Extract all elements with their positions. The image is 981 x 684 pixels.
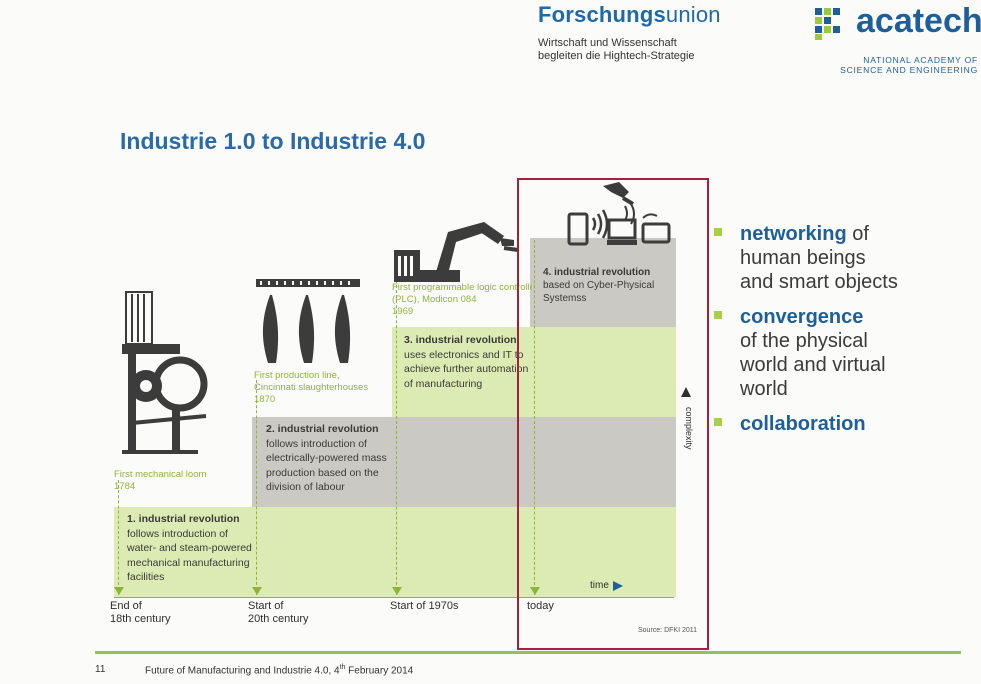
footer-text-suffix: February 2014 xyxy=(345,665,414,677)
timeline-axis xyxy=(114,597,674,598)
stage3-line1: uses electronics and IT to xyxy=(404,348,524,361)
plc-robot-icon xyxy=(394,222,519,282)
stage4-description: 4. industrial revolution based on Cyber-… xyxy=(543,266,673,305)
stage-marker-1 xyxy=(118,480,119,595)
band-stage1 xyxy=(114,507,676,597)
logo-brand-bold: Forschungs xyxy=(538,2,666,27)
stage1-caption-line2: 1784 xyxy=(114,481,136,492)
bullet-marker-icon xyxy=(714,311,722,319)
bullet-networking: networking of human beings and smart obj… xyxy=(712,222,972,294)
acatech-mark-icon xyxy=(815,8,840,40)
bullet-convergence-text3: world and virtual xyxy=(740,354,886,376)
footer-divider xyxy=(95,651,961,654)
stage2-line3: production based on the xyxy=(266,466,379,479)
stage-marker-1-arrow-icon xyxy=(114,587,124,595)
stage-marker-4 xyxy=(534,240,535,595)
bullet-marker-icon xyxy=(714,228,722,236)
stage2-caption-line1: First production line, xyxy=(254,370,340,381)
cyber-physical-devices-icon xyxy=(567,182,671,246)
bullet-list: networking of human beings and smart obj… xyxy=(712,222,972,447)
timeline-label-1-line1: End of xyxy=(110,600,142,612)
stage1-line2: water- and steam-powered xyxy=(127,542,252,554)
today-highlight-frame xyxy=(517,178,709,650)
logo-brand-rest: union xyxy=(665,2,721,27)
stage4-line1: based on Cyber-Physical xyxy=(543,280,655,291)
stage1-description: 1. industrial revolution follows introdu… xyxy=(127,512,257,585)
bullet-convergence-text2: of the physical xyxy=(740,330,868,352)
bullet-networking-text3: and smart objects xyxy=(740,271,898,293)
band-stage4 xyxy=(530,238,676,327)
stage-marker-4-arrow-icon xyxy=(530,587,540,595)
stage2-line2: electrically-powered mass xyxy=(266,452,387,464)
bullet-convergence-text4: world xyxy=(740,378,788,400)
stage3-caption-line1: First programmable logic controller xyxy=(392,282,532,293)
band-stage2 xyxy=(252,417,676,507)
stage-marker-3-arrow-icon xyxy=(392,587,402,595)
time-axis-label: time xyxy=(590,580,609,591)
forschungsunion-subtitle-line1: Wirtschaft und Wissenschaft xyxy=(538,37,677,49)
stage2-description: 2. industrial revolution follows introdu… xyxy=(266,422,396,495)
stage3-caption-line3: 1969 xyxy=(392,306,414,317)
acatech-logo: acatech xyxy=(856,2,981,40)
bullet-marker-icon xyxy=(714,418,722,426)
footer-text-prefix: Future of Manufacturing and Industrie 4.… xyxy=(145,665,340,677)
stage4-heading: 4. industrial revolution xyxy=(543,267,651,278)
timeline-label-2-line2: 20th century xyxy=(248,613,309,625)
stage1-line1: follows introduction of xyxy=(127,527,228,540)
timeline-label-3: Start of 1970s xyxy=(390,600,459,612)
bullet-networking-keyword: networking xyxy=(740,223,847,245)
bullet-collaboration: collaboration xyxy=(712,412,972,436)
stage3-caption-line2: (PLC), Modicon 084 xyxy=(392,294,477,305)
bullet-networking-text1: of xyxy=(846,223,869,245)
stage2-heading: 2. industrial revolution xyxy=(266,423,379,435)
timeline-label-4: today xyxy=(527,600,554,612)
timeline-label-2-line1: Start of xyxy=(248,600,284,612)
bullet-convergence-keyword: convergence xyxy=(740,306,864,328)
stage2-caption-line2: Cincinnati slaughterhouses xyxy=(254,382,369,393)
acatech-subtitle-line2: SCIENCE AND ENGINEERING xyxy=(840,65,978,75)
forschungsunion-subtitle: Wirtschaft und Wissenschaft begleiten di… xyxy=(538,37,768,63)
timeline-label-2: Start of 20th century xyxy=(248,600,309,626)
production-line-icon xyxy=(256,279,360,363)
mechanical-loom-icon xyxy=(122,291,208,454)
footer-text: Future of Manufacturing and Industrie 4.… xyxy=(145,664,413,676)
stage-marker-2-arrow-icon xyxy=(252,587,262,595)
stage2-line1: follows introduction of xyxy=(266,437,367,450)
figure-source: Source: DFKI 2011 xyxy=(638,627,698,634)
stage1-line4: facilities xyxy=(127,571,165,583)
slide-title: Industrie 1.0 to Industrie 4.0 xyxy=(120,128,426,154)
stage3-description: 3. industrial revolution uses electronic… xyxy=(404,333,529,391)
acatech-subtitle: NATIONAL ACADEMY OF SCIENCE AND ENGINEER… xyxy=(818,55,978,75)
bullet-collaboration-keyword: collaboration xyxy=(740,413,866,435)
stage-marker-3 xyxy=(396,280,397,595)
bullet-networking-text2: human beings xyxy=(740,247,866,269)
complexity-arrow-icon xyxy=(681,387,691,397)
forschungsunion-logo: Forschungsunion xyxy=(538,2,721,28)
stage1-line3: mechanical manufacturing xyxy=(127,556,250,569)
stage3-caption: First programmable logic controller (PLC… xyxy=(392,282,532,318)
stage1-heading: 1. industrial revolution xyxy=(127,513,240,525)
stage3-line3: of manufacturing xyxy=(404,377,483,390)
stage2-caption: First production line, Cincinnati slaugh… xyxy=(254,370,368,406)
stage-marker-2 xyxy=(256,380,257,595)
forschungsunion-subtitle-line2: begleiten die Hightech-Strategie xyxy=(538,50,695,62)
stage3-line2: achieve further automation xyxy=(404,363,529,375)
footer-text-sup: th xyxy=(339,664,346,671)
stage2-caption-line3: 1870 xyxy=(254,394,276,405)
stage3-heading: 3. industrial revolution xyxy=(404,334,517,346)
acatech-subtitle-line1: NATIONAL ACADEMY OF xyxy=(863,55,978,65)
timeline-label-1: End of 18th century xyxy=(110,600,171,626)
timeline-label-1-line2: 18th century xyxy=(110,613,171,625)
stage1-caption-line1: First mechanical loom xyxy=(114,469,207,480)
stage1-caption: First mechanical loom 1784 xyxy=(114,469,206,493)
stage2-line4: division of labour xyxy=(266,481,345,493)
bullet-convergence: convergence of the physical world and vi… xyxy=(712,305,972,401)
page-number: 11 xyxy=(95,664,106,675)
stage4-line2: Systemss xyxy=(543,293,587,304)
time-arrow-icon xyxy=(613,581,623,591)
